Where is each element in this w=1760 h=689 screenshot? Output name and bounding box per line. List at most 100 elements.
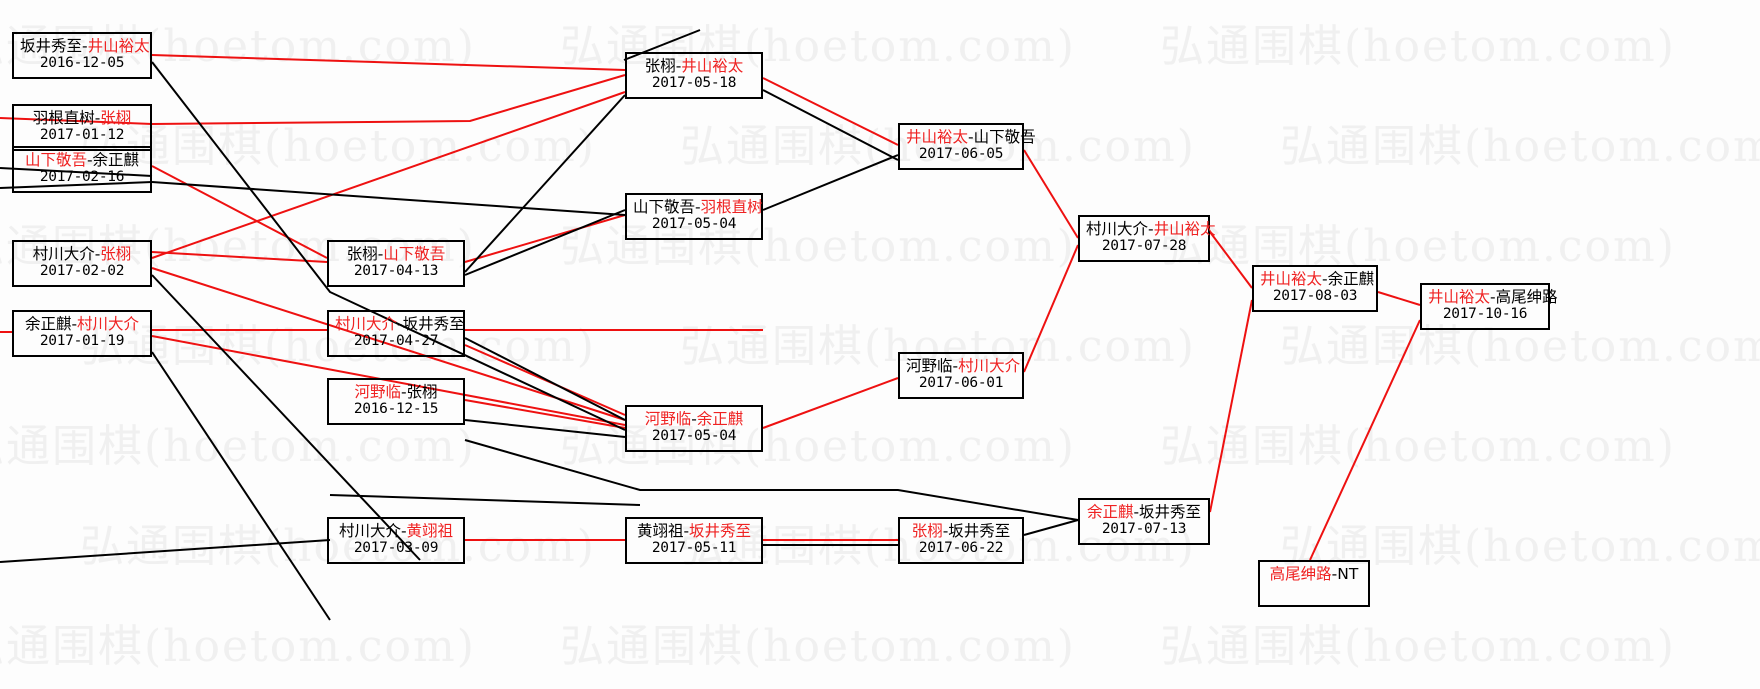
match-players: 村川大介-张栩 [20, 245, 144, 263]
match-players: 张栩-井山裕太 [633, 57, 755, 75]
player-one: 井山裕太 [1428, 288, 1491, 306]
player-separator: - [691, 410, 697, 428]
match-date: 2016-12-05 [39, 55, 125, 72]
player-one: 山下敬吾 [633, 198, 696, 216]
player-one: 余正麒 [24, 315, 72, 333]
player-one: 张栩 [346, 245, 378, 263]
player-separator: - [942, 522, 949, 540]
match-players: 河野临-张栩 [335, 383, 457, 401]
player-one: 村川大介 [1086, 220, 1149, 238]
match-players: 张栩-山下敬吾 [335, 245, 457, 263]
player-separator: - [1331, 565, 1338, 583]
player-separator: - [82, 37, 88, 55]
match-players: 山下敬吾-余正麒 [20, 151, 144, 169]
player-one: 山下敬吾 [24, 151, 87, 169]
match-players: 河野临-村川大介 [906, 357, 1020, 375]
player-two: 余正麒 [92, 151, 140, 169]
player-two: 坂井秀至 [689, 522, 752, 540]
player-one: 坂井秀至 [20, 37, 83, 55]
player-one: 高尾绅路 [1269, 565, 1332, 583]
match-players: 村川大介-坂井秀至 [335, 315, 465, 333]
player-two: 黄翊祖 [406, 522, 454, 540]
player-separator: - [86, 151, 93, 169]
match-date: 2017-05-18 [651, 75, 737, 92]
player-two: 山下敬吾 [973, 128, 1036, 146]
match-date: 2016-12-15 [353, 401, 439, 418]
player-separator: - [94, 245, 101, 263]
player-one: 河野临 [906, 357, 953, 375]
match-players: 高尾绅路-NT [1266, 565, 1362, 583]
match-date: 2017-10-16 [1442, 306, 1528, 323]
player-one: 张栩 [911, 522, 943, 540]
match-date: 2017-06-05 [918, 146, 1004, 163]
match-date: 2017-08-03 [1272, 288, 1358, 305]
player-separator: - [1322, 270, 1328, 288]
player-one: 河野临 [644, 410, 692, 428]
player-one: 张栩 [644, 57, 676, 75]
player-two: 余正麒 [696, 410, 744, 428]
match-players: 村川大介-黄翊祖 [335, 522, 457, 540]
match-date: 2017-05-11 [651, 540, 737, 557]
player-two: 井山裕太 [87, 37, 150, 55]
match-players: 余正麒-坂井秀至 [1086, 503, 1202, 521]
match-date: 2017-01-12 [39, 127, 125, 144]
match-date: 2017-06-22 [918, 540, 1004, 557]
player-separator: - [71, 315, 78, 333]
match-players: 山下敬吾-羽根直树 [633, 198, 763, 216]
match-players: 村川大介-井山裕太 [1086, 220, 1216, 238]
match-players: 黄翊祖-坂井秀至 [633, 522, 755, 540]
player-one: 黄翊祖 [636, 522, 684, 540]
player-separator: - [968, 128, 974, 146]
player-two: 坂井秀至 [402, 315, 465, 333]
player-separator: - [1133, 503, 1140, 521]
player-separator: - [1490, 288, 1496, 306]
match-date: 2017-02-02 [39, 263, 125, 280]
player-two: 村川大介 [958, 357, 1021, 375]
player-one: 井山裕太 [906, 128, 969, 146]
match-players: 坂井秀至-井山裕太 [20, 37, 150, 55]
player-two: 张栩 [100, 245, 132, 263]
match-date: 2017-01-19 [39, 333, 125, 350]
match-date: 2017-06-01 [918, 375, 1004, 392]
player-separator: - [683, 522, 690, 540]
player-two: 井山裕太 [681, 57, 744, 75]
player-separator: - [1148, 220, 1154, 238]
player-separator: - [695, 198, 701, 216]
player-two: 张栩 [406, 383, 438, 401]
player-two: 张栩 [100, 109, 132, 127]
match-players: 井山裕太-山下敬吾 [906, 128, 1036, 146]
match-date: 2017-07-13 [1101, 521, 1187, 538]
player-one: 村川大介 [32, 245, 95, 263]
player-two: 村川大介 [77, 315, 140, 333]
match-date: 2017-05-04 [651, 216, 737, 233]
player-one: 余正麒 [1086, 503, 1134, 521]
match-players: 河野临-余正麒 [633, 410, 755, 428]
match-date: 2017-05-04 [651, 428, 737, 445]
match-node[interactable]: 高尾绅路-NT [1258, 560, 1370, 607]
match-date: 2017-07-28 [1101, 238, 1187, 255]
player-two: 羽根直树 [700, 198, 763, 216]
player-two: 井山裕太 [1153, 220, 1216, 238]
